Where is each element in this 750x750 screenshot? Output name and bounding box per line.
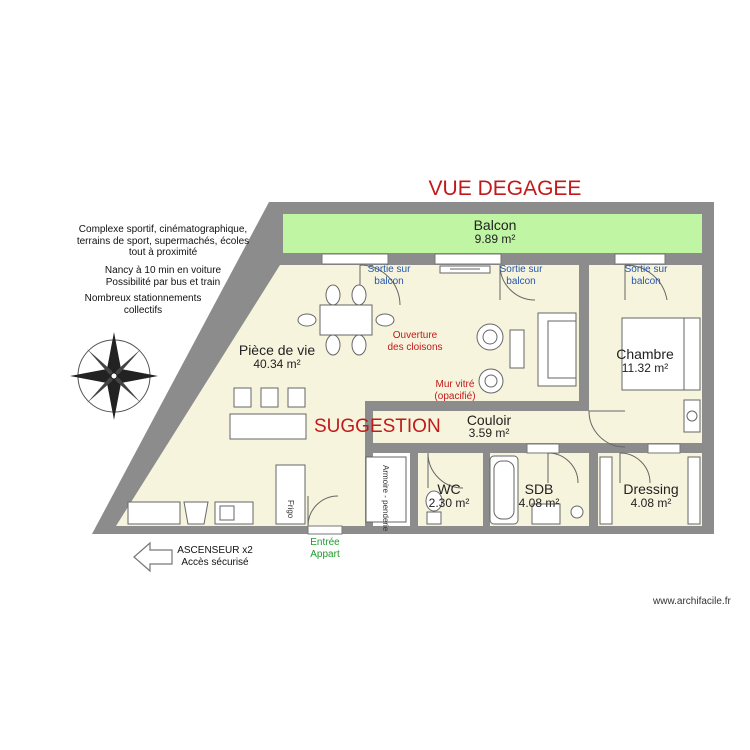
kitchen-counters [127, 464, 306, 525]
wc-area: 2.30 m² [428, 496, 470, 510]
balcony-floor [283, 214, 702, 253]
bedroom-furniture [621, 317, 701, 433]
compass-rose-icon [70, 332, 158, 420]
watermark: www.archifacile.fr [653, 596, 731, 607]
bedroom-name: Chambre [616, 346, 674, 362]
wc-fixtures [425, 490, 443, 525]
dressing-floor [598, 453, 702, 526]
living-room-area: 40.34 m² [253, 357, 301, 371]
dressing-name: Dressing [623, 481, 679, 497]
dressing-shelves [599, 456, 701, 525]
door-swings [307, 264, 668, 527]
corridor-area: 3.59 m² [468, 426, 510, 440]
living-room-name: Pièce de vie [238, 342, 316, 358]
kitchen-island [229, 387, 307, 440]
windows [321, 253, 681, 454]
sdb-fixtures [489, 455, 584, 525]
amenities-note: Complexe sportif, cinématographique,terr… [76, 224, 250, 258]
wardrobe-unit [365, 456, 407, 523]
suggestion-label: SUGGESTION [314, 416, 441, 437]
glass-wall-note: Mur vitré(opacifié) [434, 379, 476, 402]
corridor-extension [579, 411, 589, 443]
bedroom-area: 11.32 m² [621, 361, 669, 375]
fridge-label: Frigo [286, 500, 296, 519]
tv-unit [439, 265, 491, 274]
dining-set [297, 284, 395, 356]
balcony-area: 9.89 m² [474, 232, 516, 246]
wc-name: WC [437, 481, 461, 497]
lounge-set [476, 312, 577, 394]
elevator-arrow-icon [133, 541, 173, 573]
view-title: VUE DEGAGEE [428, 177, 582, 200]
corridor-floor [373, 411, 579, 443]
sdb-area: 4.08 m² [518, 496, 560, 510]
entrance-threshold [307, 525, 343, 535]
living-room-floor [116, 265, 579, 526]
dressing-area: 4.08 m² [630, 496, 672, 510]
wardrobe-label: Armoire - penderie [381, 465, 391, 532]
corridor-name: Couloir [466, 412, 512, 428]
balcony-name: Balcon [473, 217, 517, 233]
sdb-name: SDB [524, 481, 554, 497]
